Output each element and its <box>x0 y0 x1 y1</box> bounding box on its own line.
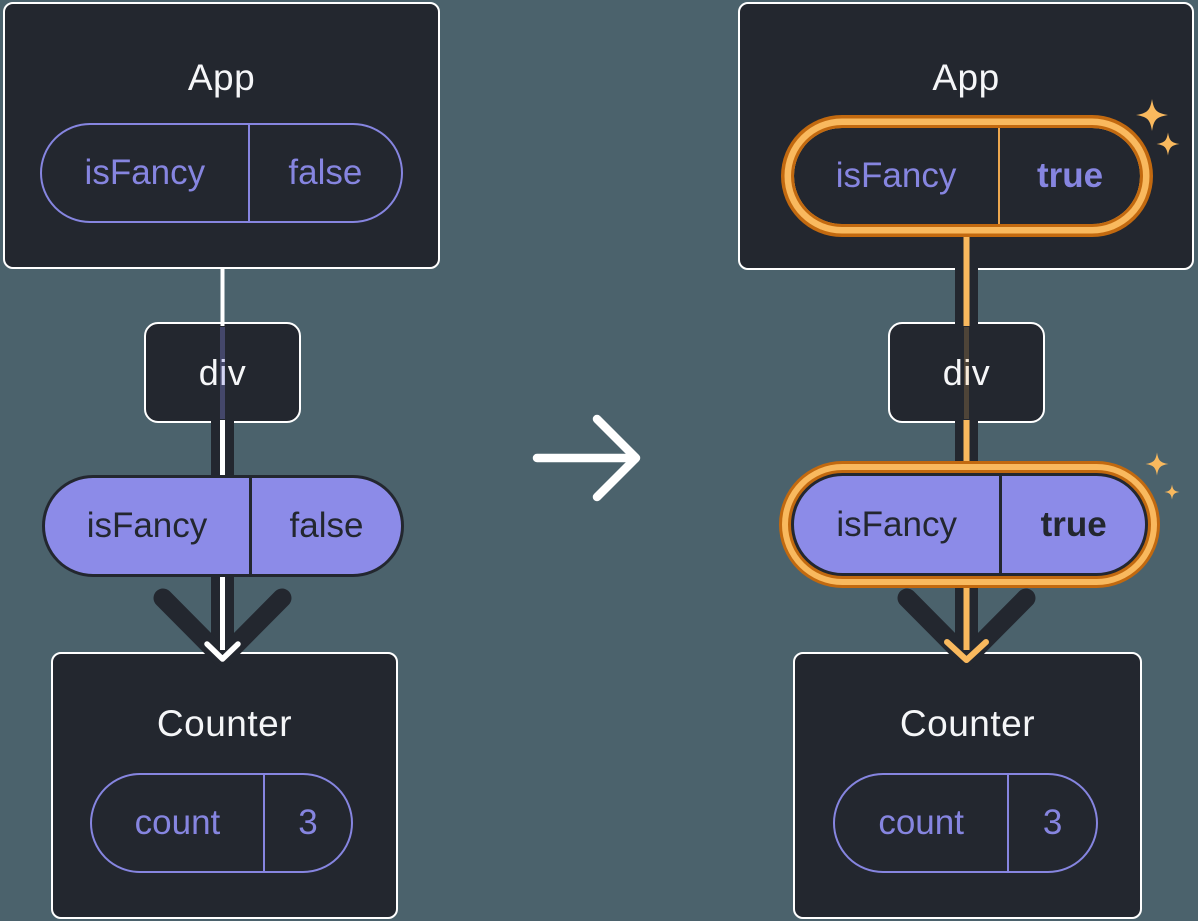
pill-value-cell: 3 <box>262 775 351 871</box>
app-state-pill-right-highlighted: isFancy true <box>794 128 1140 224</box>
div-label: div <box>942 351 991 393</box>
pill-value-cell: false <box>247 125 401 221</box>
pill-value-cell: 3 <box>1007 775 1096 871</box>
pill-name-cell: count <box>134 803 221 842</box>
pill-value-cell: false <box>248 478 401 574</box>
sparkle-icon <box>1145 452 1169 476</box>
counter-title: Counter <box>156 703 293 744</box>
div-box-left: div <box>144 322 301 423</box>
pill-name-cell: isFancy <box>835 156 957 195</box>
app-title: App <box>187 57 256 98</box>
sparkle-icon <box>1164 484 1180 500</box>
div-box-right: div <box>888 322 1045 423</box>
pill-name-cell: count <box>878 803 964 842</box>
div-label: div <box>198 351 247 393</box>
counter-state-pill-right: count 3 <box>833 773 1098 873</box>
pill-value-cell: true <box>998 128 1140 224</box>
pill-name-cell: isFancy <box>86 506 208 545</box>
app-state-pill-left: isFancy false <box>40 123 403 223</box>
arrow-to-counter-right <box>897 568 1036 668</box>
pill-value-cell: true <box>999 476 1145 573</box>
pill-name-cell: isFancy <box>836 504 957 544</box>
arrow-to-counter-left <box>153 568 292 668</box>
app-title: App <box>932 57 1000 98</box>
counter-state-pill-left: count 3 <box>90 773 353 873</box>
pill-name-cell: isFancy <box>84 153 206 192</box>
transition-right-arrow-icon <box>532 414 641 502</box>
prop-pill-right-highlighted: isFancy true <box>791 473 1148 576</box>
prop-pill-left: isFancy false <box>42 475 404 577</box>
counter-title: Counter <box>899 703 1036 744</box>
